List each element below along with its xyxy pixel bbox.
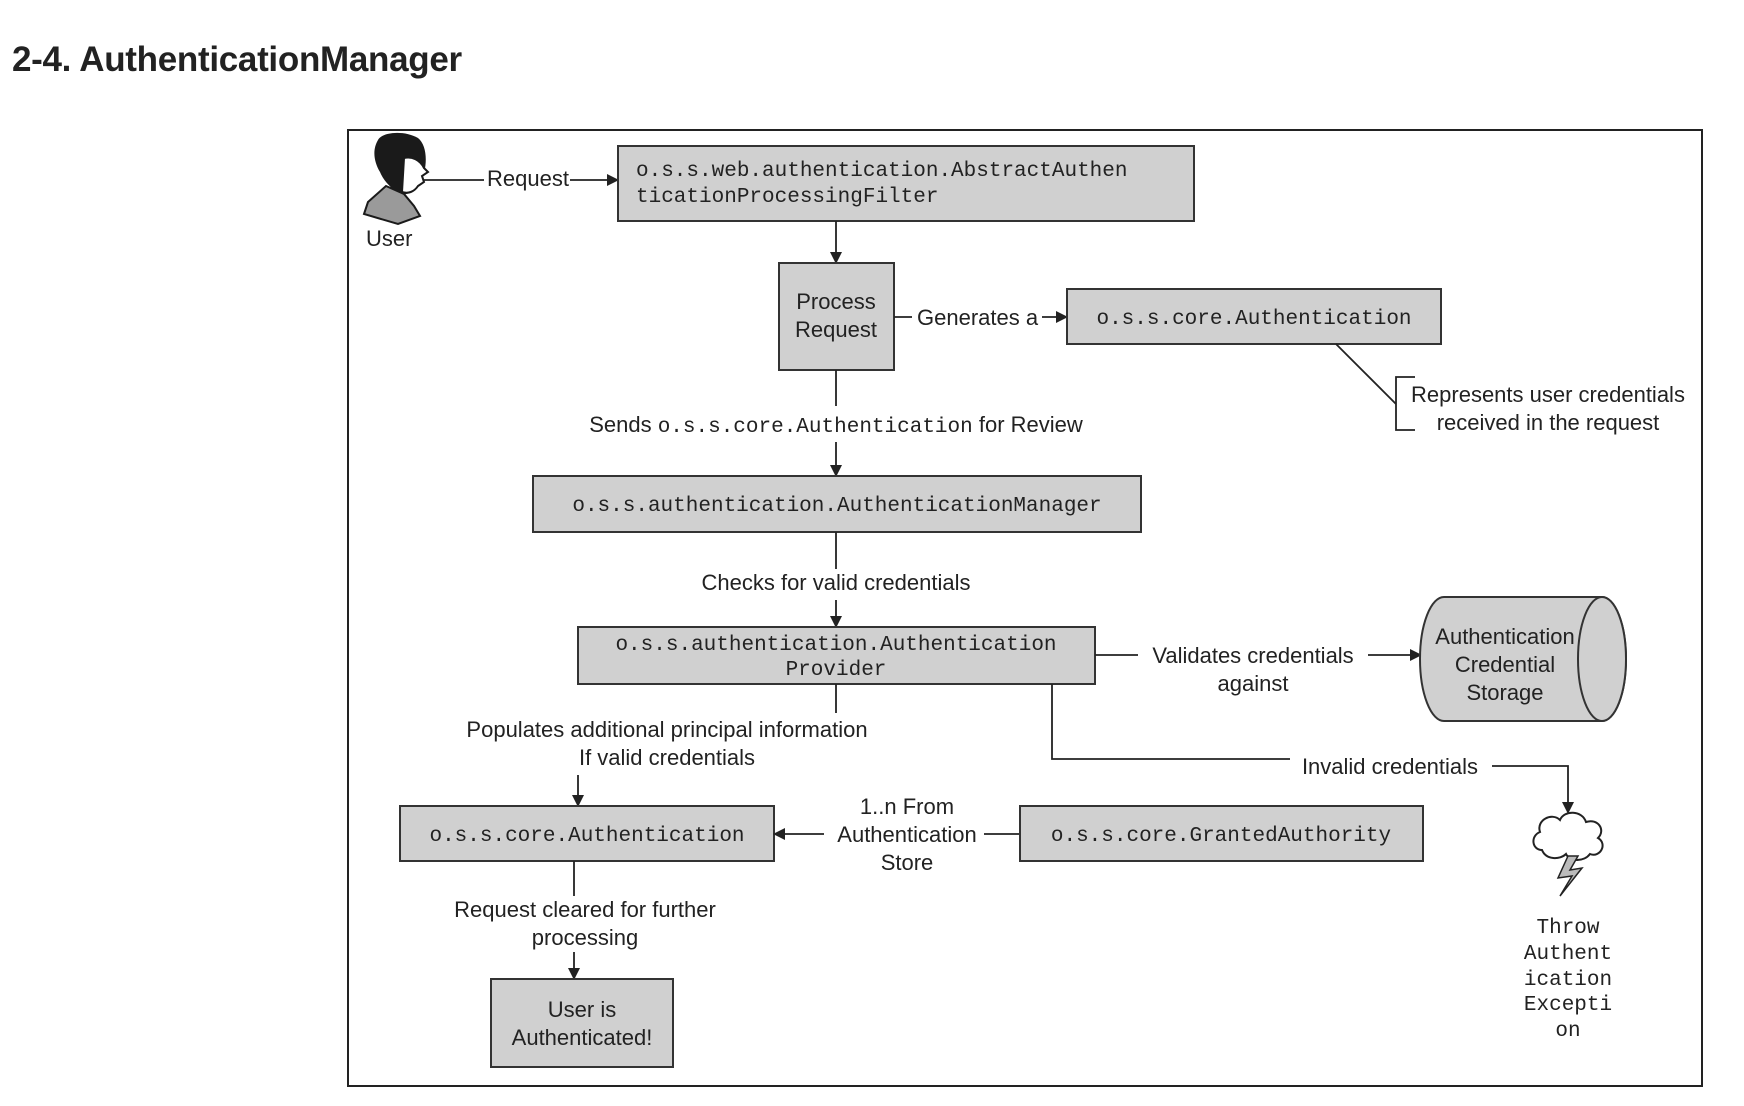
validates-line2: against: [1218, 671, 1289, 696]
authentication-provider-line1: o.s.s.authentication.Authentication: [615, 634, 1056, 657]
note-bracket: [1395, 376, 1415, 431]
note-line1: Represents user credentials: [1411, 382, 1685, 407]
credential-storage-cylinder: [1419, 596, 1627, 722]
authentication-object-label: o.s.s.core.Authentication: [1096, 308, 1411, 331]
exception-line2: Authent: [1524, 943, 1612, 966]
user-icon: [362, 132, 430, 226]
sends-code: o.s.s.core.Authentication: [658, 416, 973, 439]
exception-line5: on: [1555, 1020, 1580, 1043]
invalid-credentials-line: [1051, 684, 1290, 760]
processing-filter-box: [617, 145, 1195, 222]
request-label: Request: [487, 166, 569, 191]
page-title: 2-4. AuthenticationManager: [12, 40, 462, 79]
populates-line2: If valid credentials: [579, 745, 755, 770]
exception-line1: Throw: [1536, 917, 1599, 940]
exception-line3: ication: [1524, 969, 1612, 992]
granted-authority-box: [1019, 805, 1424, 862]
from-store-line2: Authentication: [837, 822, 976, 847]
cleared-line1: Request cleared for further: [454, 897, 716, 922]
validates-line1: Validates credentials: [1152, 643, 1353, 668]
exception-cloud-icon: [1532, 811, 1604, 897]
generates-label: Generates a: [917, 305, 1039, 330]
sends-prefix: Sends: [589, 412, 658, 437]
user-authenticated-line1: User is: [548, 997, 616, 1022]
processing-filter-line1: o.s.s.web.authentication.AbstractAuthen: [636, 160, 1127, 183]
invalid-credentials-arrow: [1492, 765, 1574, 814]
user-label: User: [366, 226, 412, 251]
note-line2: received in the request: [1437, 410, 1660, 435]
note-leader-line: [1335, 343, 1397, 405]
cleared-line2: processing: [532, 925, 638, 950]
authenticated-object-label: o.s.s.core.Authentication: [429, 825, 744, 848]
storage-line1: Authentication: [1435, 624, 1574, 649]
from-store-line3: Store: [881, 850, 934, 875]
process-request-line2: Request: [795, 317, 877, 342]
populates-line1: Populates additional principal informati…: [466, 717, 867, 742]
authenticated-object-box: [399, 805, 775, 862]
invalid-credentials-label: Invalid credentials: [1302, 754, 1478, 779]
sends-for-review-label: Sends o.s.s.core.Authentication for Revi…: [589, 412, 1083, 439]
sends-suffix: for Review: [973, 412, 1083, 437]
authentication-manager-label: o.s.s.authentication.AuthenticationManag…: [572, 495, 1101, 518]
user-authenticated-box: [490, 978, 674, 1068]
exception-line4: Excepti: [1524, 994, 1612, 1017]
process-request-line1: Process: [796, 289, 875, 314]
user-authenticated-line2: Authenticated!: [512, 1025, 653, 1050]
from-store-line1: 1..n From: [860, 794, 954, 819]
storage-line2: Credential: [1455, 652, 1555, 677]
authentication-manager-box: [532, 475, 1142, 533]
storage-line3: Storage: [1466, 680, 1543, 705]
checks-label: Checks for valid credentials: [701, 570, 970, 595]
authentication-provider-line2: Provider: [786, 659, 887, 682]
processing-filter-line2: ticationProcessingFilter: [636, 186, 938, 209]
authentication-object-box: [1066, 288, 1442, 345]
granted-authority-label: o.s.s.core.GrantedAuthority: [1051, 825, 1391, 848]
